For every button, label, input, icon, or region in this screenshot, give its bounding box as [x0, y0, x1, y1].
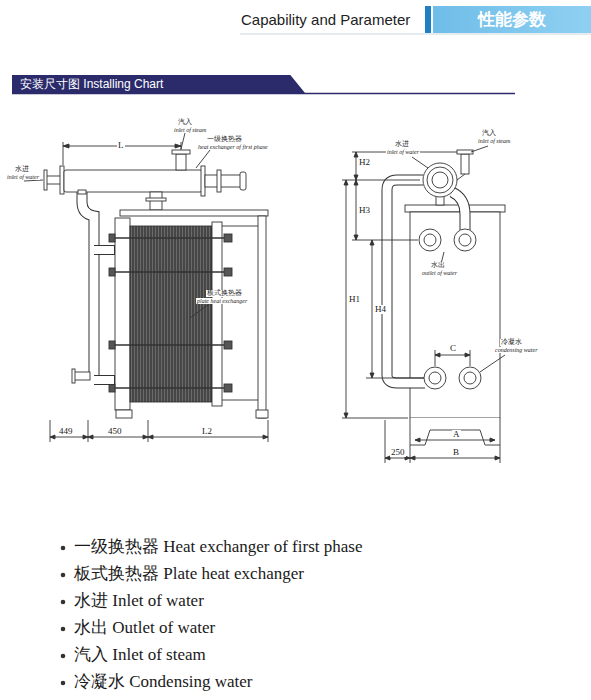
header-badge: 性能参数	[425, 6, 591, 33]
section-banner: 安装尺寸图 Installing Chart	[12, 75, 305, 93]
part-label: inlet of water	[386, 149, 420, 155]
legend-item: 水出 Outlet of water	[73, 619, 216, 636]
dimension-label: C	[449, 344, 457, 353]
dimension-label: L	[117, 141, 125, 150]
part-label: 冷凝水	[500, 339, 523, 346]
dimension-label: H4	[374, 305, 387, 314]
legend-item: 一级换热器 Heat exchanger of first phase	[73, 538, 363, 555]
part-label: inlet of steam	[477, 138, 511, 144]
part-label: 水进	[14, 166, 30, 173]
dimension-label: 250	[390, 448, 406, 457]
dimension-label: H3	[358, 206, 371, 215]
dimension-label: L2	[201, 427, 213, 436]
part-label: 一级换热器	[206, 136, 243, 143]
part-label: inlet of water	[6, 174, 40, 180]
part-label: outlet of water	[421, 270, 458, 276]
legend-item: 水进 Inlet of water	[73, 592, 205, 609]
dimension-label: 449	[58, 427, 74, 436]
dimension-label: A	[452, 430, 461, 439]
dimension-label: H1	[348, 295, 361, 304]
dimension-label: 450	[107, 427, 123, 436]
legend-item: 汽入 Inlet of steam	[73, 646, 207, 663]
part-label: heat exchanger of first phase	[197, 144, 269, 150]
node-text: 安装尺寸图 Installing Chart	[20, 76, 163, 93]
legend-item: 冷凝水 Condensing water	[73, 673, 253, 690]
part-label: 水进	[394, 141, 410, 148]
part-label: plate heat exchanger	[196, 298, 248, 304]
part-label: 汽入	[177, 119, 193, 126]
part-label: inlet of steam	[173, 127, 207, 133]
page-title: Capability and Parameter	[241, 12, 410, 27]
dimension-label: B	[452, 448, 460, 457]
part-label: 板式换热器	[206, 290, 243, 297]
dimension-label: H2	[358, 158, 371, 167]
part-label: condensing water	[494, 347, 539, 353]
legend-item: 板式换热器 Plate heat exchanger	[73, 565, 305, 582]
part-label: 水出	[430, 262, 446, 269]
part-label: 汽入	[481, 130, 497, 137]
node-text: 性能参数	[478, 8, 546, 31]
